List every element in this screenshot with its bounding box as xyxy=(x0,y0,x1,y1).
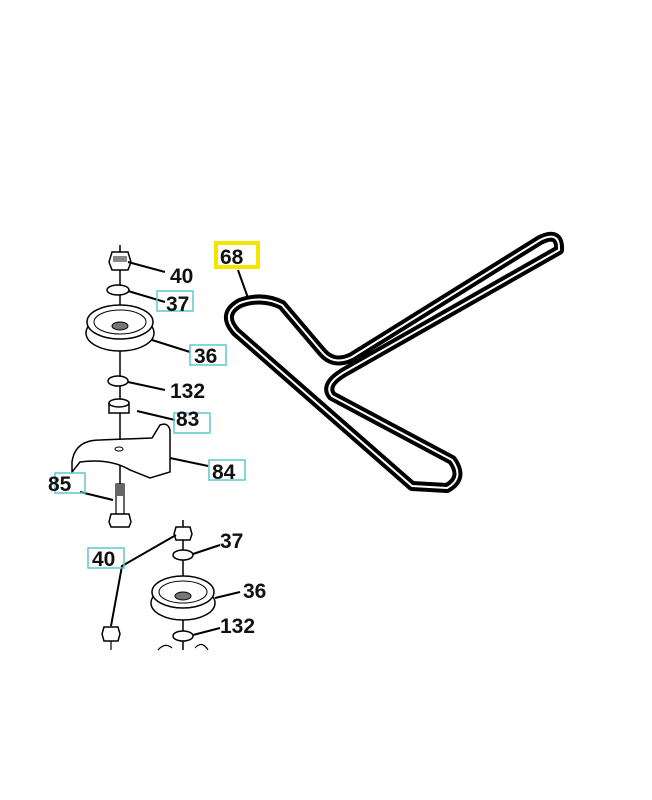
washer-37-top[interactable] xyxy=(106,284,130,296)
bolt-85[interactable] xyxy=(108,483,132,528)
pulley-36-top[interactable] xyxy=(85,304,155,352)
belt-68[interactable] xyxy=(224,231,565,493)
nut-40-bottom-upper[interactable] xyxy=(173,526,193,541)
spacer-83[interactable] xyxy=(108,398,130,414)
label-40-bottom[interactable]: 40 xyxy=(92,548,115,571)
label-36-top[interactable]: 36 xyxy=(194,345,217,368)
label-40-top[interactable]: 40 xyxy=(170,265,193,288)
highlight-box-68 xyxy=(214,241,260,269)
label-84[interactable]: 84 xyxy=(212,461,236,484)
label-132-bottom[interactable]: 132 xyxy=(220,615,255,638)
label-37-top[interactable]: 37 xyxy=(166,293,189,316)
nut-40-top[interactable] xyxy=(108,251,132,271)
washer-132[interactable] xyxy=(107,375,129,387)
label-68[interactable]: 68 xyxy=(220,246,244,269)
label-132-top[interactable]: 132 xyxy=(170,380,205,403)
washer-132-bottom[interactable] xyxy=(172,630,194,642)
label-36-bottom[interactable]: 36 xyxy=(243,580,266,603)
nut-40-bottom-lower[interactable] xyxy=(101,626,121,642)
bracket-84[interactable] xyxy=(71,423,171,479)
washer-37-bottom[interactable] xyxy=(172,549,194,561)
pulley-36-bottom[interactable] xyxy=(150,575,216,621)
label-85[interactable]: 85 xyxy=(48,473,72,496)
label-83[interactable]: 83 xyxy=(176,408,199,431)
label-37-bottom[interactable]: 37 xyxy=(220,530,243,553)
